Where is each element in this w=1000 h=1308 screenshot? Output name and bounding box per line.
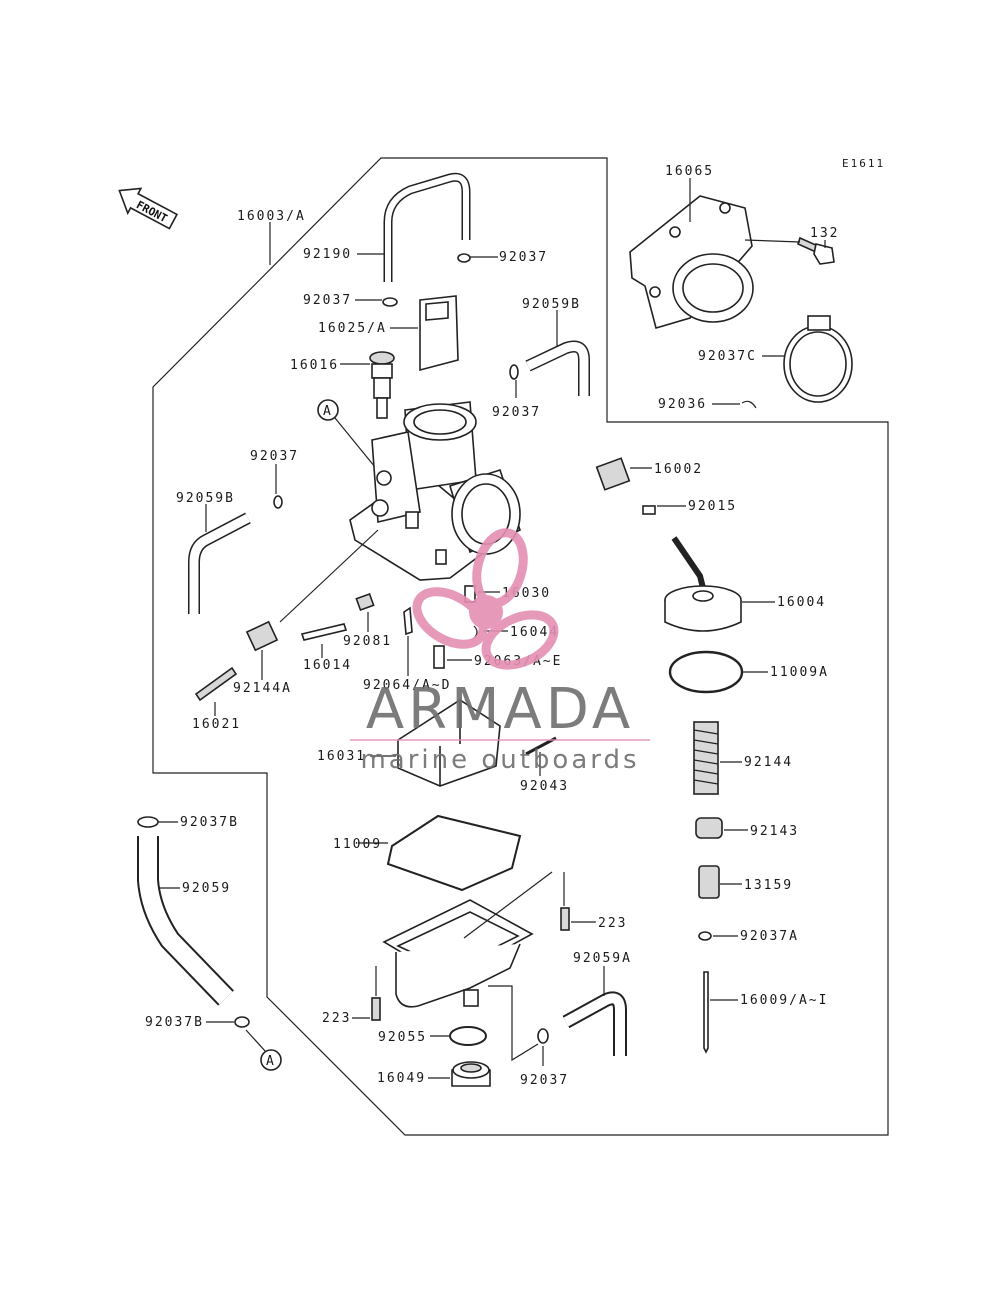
spring (355, 592, 375, 612)
seal (642, 505, 656, 515)
part-label: 223 (322, 1011, 351, 1026)
adjust-screw (369, 351, 395, 419)
part-label: 92037B (145, 1015, 204, 1030)
clip (273, 495, 283, 509)
clip (698, 931, 712, 941)
part-label: 16009/A~I (740, 993, 828, 1008)
filter (595, 457, 631, 491)
jet-needle (703, 971, 709, 1054)
part-label: 92144A (233, 681, 292, 696)
spring (245, 620, 279, 652)
part-label: 11009 (333, 837, 382, 852)
fuel-hose-inner (563, 993, 625, 1056)
part-label: 92059B (176, 491, 235, 506)
needle-valve (698, 865, 720, 899)
needle-screw (300, 623, 348, 641)
jet (433, 645, 445, 669)
part-label: 16044 (510, 625, 559, 640)
part-label: 92015 (688, 499, 737, 514)
carb-cap (664, 536, 742, 632)
diagram-code: E1611 (842, 157, 885, 170)
part-label: 16003/A (237, 209, 306, 224)
part-label: 92081 (343, 634, 392, 649)
clip (234, 1016, 250, 1028)
part-label: 92043 (520, 779, 569, 794)
part-label: 13159 (744, 878, 793, 893)
watermark-tagline: marine outboards (360, 745, 639, 775)
part-label: 16049 (377, 1071, 426, 1086)
part-label: 16004 (777, 595, 826, 610)
propeller-logo-icon (412, 528, 559, 670)
part-label: 16031 (317, 749, 366, 764)
screw (194, 666, 238, 702)
part-label: 132 (810, 226, 839, 241)
clip (382, 297, 398, 307)
part-label: 16021 (192, 717, 241, 732)
bolt (797, 236, 835, 265)
part-label: 92037 (250, 449, 299, 464)
o-ring (449, 1026, 487, 1046)
fuel-hose-inner (189, 514, 251, 614)
part-label: 92144 (744, 755, 793, 770)
part-label: 16014 (303, 658, 352, 673)
bowl-gasket (386, 814, 522, 892)
part-label: 92055 (378, 1030, 427, 1045)
watermark: ARMADA marine outboards (350, 528, 650, 775)
part-label: 16065 (665, 164, 714, 179)
part-label: 16016 (290, 358, 339, 373)
screw (371, 997, 381, 1021)
throttle-slide (419, 295, 459, 372)
clip (741, 400, 757, 409)
part-label: 92059 (182, 881, 231, 896)
vent-hose-inner (385, 174, 469, 282)
part-label: 92037C (698, 349, 757, 364)
watermark-brand: ARMADA (366, 677, 634, 742)
part-label: 223 (598, 916, 627, 931)
part-label: 92059B (522, 297, 581, 312)
part-label: 92037 (520, 1073, 569, 1088)
part-label: 92037 (303, 293, 352, 308)
part-label: 92037 (499, 250, 548, 265)
part-label: 16002 (654, 462, 703, 477)
part-label: 11009A (770, 665, 829, 680)
clip (537, 1028, 549, 1044)
assembly-boundary (152, 157, 889, 1136)
part-label: 92064/A~D (363, 678, 451, 693)
carburetor-body (349, 401, 521, 581)
clip (457, 253, 471, 263)
float (397, 699, 501, 787)
plug (695, 817, 723, 839)
hose-clamp (783, 315, 853, 403)
screw (560, 907, 570, 931)
part-label: 92037 (492, 405, 541, 420)
part-label: 92036 (658, 397, 707, 412)
float-bowl (382, 899, 534, 1008)
callout-circle (317, 399, 339, 421)
callout-circle (260, 1049, 282, 1071)
part-label: 92037B (180, 815, 239, 830)
clip (137, 816, 159, 828)
intake-manifold (629, 195, 754, 330)
front-arrow-icon: FRONT (118, 187, 179, 230)
part-label: 92143 (750, 824, 799, 839)
fuel-hose-inner (139, 836, 233, 1005)
part-label: 92037A (740, 929, 799, 944)
o-ring (668, 650, 744, 694)
callout-letter: A (266, 1054, 274, 1069)
part-label: 92190 (303, 247, 352, 262)
part-label: 92059A (573, 951, 632, 966)
part-label: 16025/A (318, 321, 387, 336)
fuel-hose-inner (526, 342, 589, 396)
callout-letter: A (323, 404, 331, 419)
spring (693, 721, 719, 795)
drain-plug (451, 1061, 491, 1087)
clip (509, 364, 519, 380)
jet-needle (403, 606, 413, 636)
